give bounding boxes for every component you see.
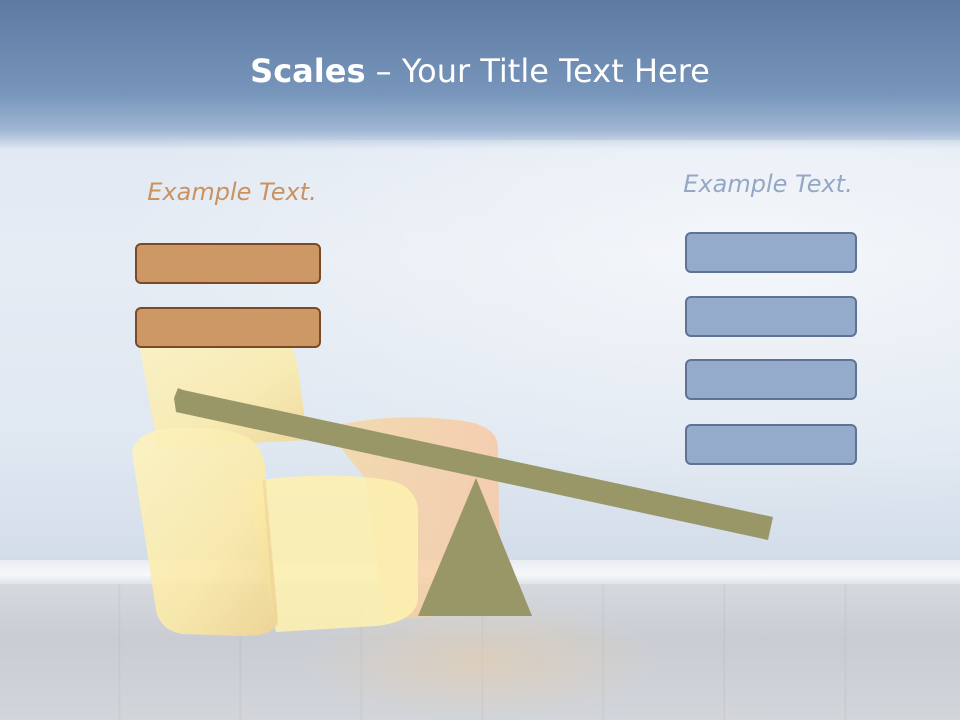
blue-weight-box bbox=[685, 424, 857, 465]
left-label: Example Text. bbox=[147, 178, 317, 206]
seesaw-beam bbox=[174, 388, 773, 540]
blue-weight-box bbox=[685, 296, 857, 337]
blue-weight-box bbox=[685, 359, 857, 400]
title-bold: Scales bbox=[250, 52, 366, 90]
blue-weight-box bbox=[685, 232, 857, 273]
seesaw-fulcrum bbox=[418, 478, 532, 616]
title-rest: – Your Title Text Here bbox=[365, 52, 710, 90]
right-label: Example Text. bbox=[683, 170, 853, 198]
orange-weight-box bbox=[135, 307, 321, 348]
orange-weight-box bbox=[135, 243, 321, 284]
slide-title: Scales – Your Title Text Here bbox=[0, 52, 960, 90]
